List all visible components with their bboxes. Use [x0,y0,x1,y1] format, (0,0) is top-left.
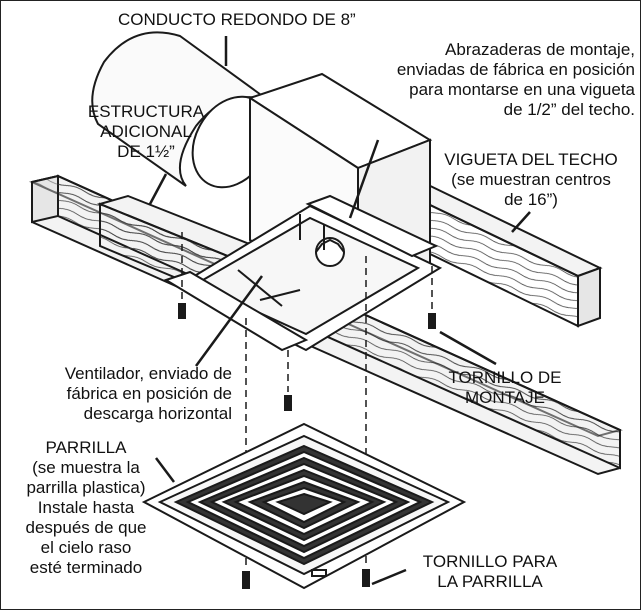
joist-label: VIGUETA DEL TECHO (se muestran centros d… [428,150,634,210]
fan-label-line-2: fábrica en posición de [66,384,232,403]
leader-lines [148,36,531,586]
brackets-label-line-4: de 1/2” del techo. [503,100,635,119]
grille [141,422,467,590]
grille-label-line-3: parrilla plastica) [26,478,146,497]
grille-screw-label-line-2: LA PARRILLA [437,572,543,591]
extra-framing-label-line-2: ADICIONAL [100,122,192,141]
extra-framing-label-line-3: DE 1½” [117,142,175,161]
grille-screw-label: TORNILLO PARA LA PARRILLA [410,552,570,592]
brackets-label-line-2: enviadas de fábrica en posición [396,60,635,79]
grille-screw-label-line-1: TORNILLO PARA [422,552,558,571]
extra-framing-label: ESTRUCTURA ADICIONAL DE 1½” [76,102,216,162]
grille-label-line-6: el cielo raso [40,538,132,557]
brackets-label-line-1: Abrazaderas de montaje, [445,40,635,59]
mount-screw-label: TORNILLO DE MONTAJE [430,368,580,408]
mounting-screw [178,303,436,411]
fan-label-line-1: Ventilador, enviado de [64,364,232,383]
extra-framing-label-line-1: ESTRUCTURA [87,102,205,121]
grille-label-line-4: Instale hasta [37,498,135,517]
brackets-label-line-3: para montarse en una vigueta [409,80,635,99]
duct-label: CONDUCTO REDONDO DE 8” [118,10,356,30]
duct-label-line: CONDUCTO REDONDO DE 8” [118,10,356,29]
fan-label: Ventilador, enviado de fábrica en posici… [14,364,232,424]
joist-label-line-2: (se muestran centros [451,170,611,189]
fan-label-line-3: descarga horizontal [83,404,232,423]
grille-label-line-1: PARRILLA [45,438,127,457]
joist-label-line-1: VIGUETA DEL TECHO [444,150,618,169]
grille-label-line-2: (se muestra la [32,458,140,477]
grille-label-line-7: esté terminado [29,558,143,577]
joist-label-line-3: de 16”) [504,190,558,209]
grille-screw [242,569,370,589]
brackets-label: Abrazaderas de montaje, enviadas de fábr… [397,40,635,120]
grille-label: PARRILLA (se muestra la parrilla plastic… [6,438,166,578]
grille-label-line-5: después de que [25,518,147,537]
mount-screw-label-line-2: MONTAJE [465,388,545,407]
mount-screw-label-line-1: TORNILLO DE [448,368,562,387]
